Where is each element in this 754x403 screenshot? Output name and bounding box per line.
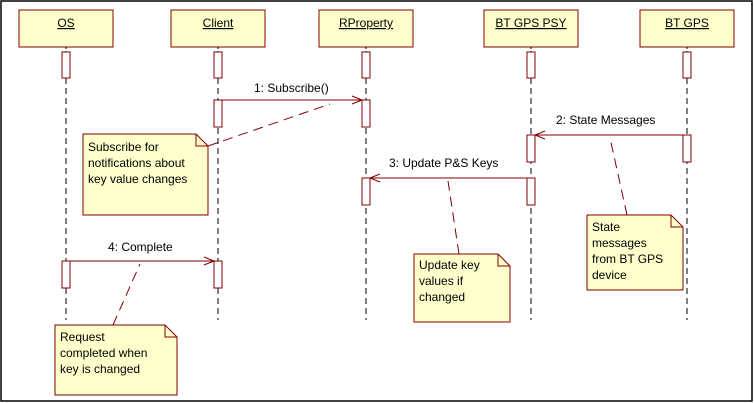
- head-connectors: [65, 47, 688, 52]
- activations: [61, 51, 692, 289]
- message-4-label: 4: Complete: [108, 240, 173, 254]
- note-2-line-1: State: [592, 220, 620, 234]
- activation-os-2: [61, 260, 71, 289]
- note-4-line-3: key is changed: [60, 362, 140, 376]
- participant-bt-gps: BT GPS: [639, 9, 735, 48]
- note-2-anchor: [609, 137, 628, 216]
- participant-bt-gps-psy: BT GPS PSY: [483, 9, 579, 48]
- note-state-messages: State messages from BT GPS device: [586, 214, 684, 291]
- participant-bt-gps-label: BT GPS: [665, 16, 709, 30]
- note-1-anchor: [207, 103, 331, 147]
- note-request-completed: Request completed when key is changed: [54, 324, 178, 396]
- activation-rproperty-1: [361, 51, 371, 79]
- activation-client-3: [213, 260, 223, 289]
- activation-bt-gps-psy-2: [526, 134, 536, 163]
- note-4-anchor: [112, 263, 141, 326]
- note-4-line-1: Request: [60, 330, 105, 344]
- activation-bt-gps-psy-1: [526, 51, 536, 79]
- activation-rproperty-3: [361, 177, 371, 206]
- note-3-anchor: [447, 180, 460, 255]
- note-4-line-2: completed when: [60, 346, 147, 360]
- note-3-line-3: changed: [419, 290, 465, 304]
- note-2-line-3: from BT GPS: [592, 252, 663, 266]
- activation-rproperty-2: [361, 99, 371, 128]
- message-2-arrowhead: [533, 130, 546, 140]
- message-3-label: 3: Update P&S Keys: [389, 156, 498, 170]
- note-1-line-3: key value changes: [88, 172, 187, 186]
- participant-bt-gps-psy-label: BT GPS PSY: [495, 16, 566, 30]
- activation-bt-gps-psy-3: [526, 177, 536, 206]
- activation-os-1: [61, 51, 71, 79]
- note-update-key: Update key values if changed: [413, 253, 511, 323]
- participant-os: OS: [18, 9, 114, 48]
- note-3-line-2: values if: [419, 274, 464, 288]
- participant-rproperty: RProperty: [318, 9, 414, 48]
- participant-client: Client: [170, 9, 266, 48]
- note-3-line-1: Update key: [419, 258, 480, 272]
- note-1-line-1: Subscribe for: [88, 140, 159, 154]
- note-subscribe: Subscribe for notifications about key va…: [82, 133, 209, 216]
- activation-bt-gps-2: [682, 134, 692, 163]
- participant-rproperty-label: RProperty: [339, 16, 393, 30]
- note-2-line-4: device: [592, 268, 627, 282]
- activation-client-1: [213, 51, 223, 79]
- message-2-label: 2: State Messages: [556, 113, 655, 127]
- message-arrows: [70, 95, 683, 266]
- participant-os-label: OS: [57, 16, 74, 30]
- message-1-arrowhead: [351, 95, 364, 105]
- note-2-line-2: messages: [592, 236, 647, 250]
- message-4-arrowhead: [203, 256, 216, 266]
- message-1-label: 1: Subscribe(): [254, 81, 329, 95]
- participant-client-label: Client: [203, 16, 234, 30]
- message-3-arrowhead: [368, 173, 381, 183]
- note-1-line-2: notifications about: [88, 156, 185, 170]
- activation-bt-gps-1: [682, 51, 692, 79]
- activation-client-2: [213, 99, 223, 128]
- note-anchors: [112, 103, 628, 326]
